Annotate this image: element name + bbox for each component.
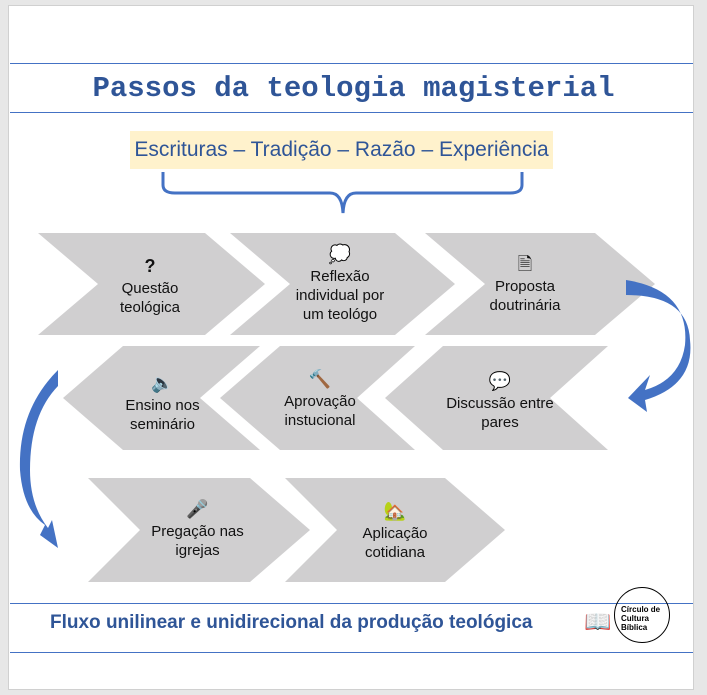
brace xyxy=(161,172,524,214)
step-aprovacao: 🔨 Aprovação instucional xyxy=(270,368,370,430)
chevron xyxy=(63,346,260,450)
footer-caption: Fluxo unilinear e unidirecional da produ… xyxy=(50,612,533,633)
divider xyxy=(10,652,693,653)
question-mark-icon: ? xyxy=(144,256,156,276)
step-label: Discussão entre pares xyxy=(446,395,554,431)
chevron xyxy=(88,478,310,582)
curved-arrow-right xyxy=(626,280,691,412)
chevron xyxy=(220,346,415,450)
step-ensino: 🔈 Ensino nos seminário xyxy=(115,372,210,434)
speech-bubble-icon: 💬 xyxy=(488,371,512,391)
book-icon: 📖 xyxy=(584,609,612,634)
microphone-icon: 🎤 xyxy=(186,499,209,519)
step-aplicacao: 🏡 Aplicação cotidiana xyxy=(345,500,445,562)
step-reflexao: 💭 Reflexão individual por um teológo xyxy=(285,243,395,324)
chevron xyxy=(38,233,265,335)
page-title: Passos da teologia magisterial xyxy=(92,72,615,105)
document-icon: 🗎 xyxy=(517,254,533,274)
step-label: Questão teológica xyxy=(119,280,181,316)
step-discussao: 💬 Discussão entre pares xyxy=(435,370,565,432)
divider xyxy=(10,112,693,113)
house-icon: 🏡 xyxy=(383,501,407,521)
chevron xyxy=(425,233,655,335)
chevron xyxy=(385,346,608,450)
step-label: Pregação nas igrejas xyxy=(151,523,244,559)
chevron xyxy=(230,233,455,335)
step-proposta: 🗎 Proposta doutrinária xyxy=(475,253,575,315)
step-label: Proposta doutrinária xyxy=(489,278,561,314)
step-label: Aplicação cotidiana xyxy=(362,525,428,561)
divider xyxy=(10,603,693,604)
logo-text: Círculo de Cultura Bíblica xyxy=(614,587,670,643)
thought-bubble-icon: 💭 xyxy=(328,244,352,264)
hammer-icon: 🔨 xyxy=(308,369,332,389)
step-questao: ? Questão teológica xyxy=(100,255,200,317)
divider xyxy=(10,63,693,64)
step-label: Ensino nos seminário xyxy=(125,397,200,433)
speaker-icon: 🔈 xyxy=(151,373,174,393)
step-label: Aprovação instucional xyxy=(284,393,356,429)
step-label: Reflexão individual por um teológo xyxy=(295,268,385,323)
chevron xyxy=(285,478,505,582)
curved-arrow-left xyxy=(19,370,58,548)
step-pregacao: 🎤 Pregação nas igrejas xyxy=(145,498,250,560)
sources-banner: Escrituras – Tradição – Razão – Experiên… xyxy=(130,131,553,169)
